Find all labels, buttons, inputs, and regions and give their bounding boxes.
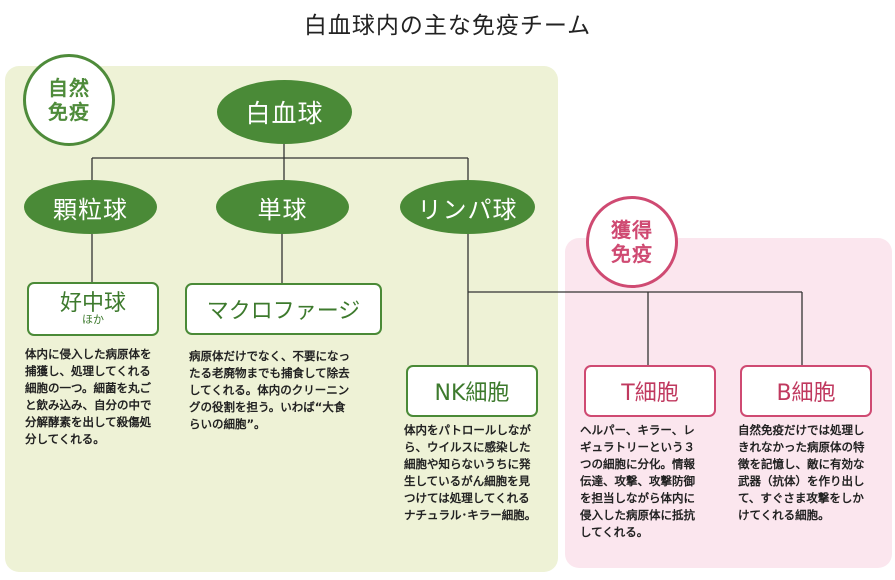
desc-line: を担当しながら体内に (580, 491, 695, 505)
desc-line: 体内に侵入した病原体を (25, 347, 152, 361)
white-blood-cell-node: 白血球 (217, 80, 352, 144)
neutrophil-description: 体内に侵入した病原体を 捕獲し、処理してくれる 細胞の一つ。細菌を丸ご と飲み込… (25, 346, 152, 448)
desc-line: ヘルパー、キラー、レ (580, 423, 695, 437)
desc-line: つの細胞に分化。情報 (580, 457, 695, 471)
desc-line: つけては処理してくれる (404, 491, 530, 505)
innate-label-line1: 自然 (48, 76, 90, 100)
desc-line: 生しているがん細胞を見 (404, 474, 531, 488)
desc-line: らいの細胞”。 (189, 417, 266, 431)
desc-line: 自然免疫だけでは処理し (738, 423, 865, 437)
desc-line: 侵入した病原体に抵抗 (580, 508, 695, 522)
innate-immunity-badge: 自然 免疫 (23, 54, 115, 146)
desc-line: してくれる。 (580, 525, 649, 539)
neutrophil-box: 好中球 ほか (27, 282, 159, 336)
nk-cell-description: 体内をパトロールしなが ら、ウイルスに感染した 細胞や知らないうちに発 生してい… (404, 422, 536, 524)
desc-line: 分してくれる。 (25, 432, 105, 446)
desc-line: 分解酵素を出して殺傷処 (25, 415, 152, 429)
desc-line: 細胞や知らないうちに発 (404, 457, 531, 471)
desc-line: ら、ウイルスに感染した (404, 440, 531, 454)
neutrophil-label: 好中球 (59, 291, 126, 316)
desc-line: 徴を記憶し、敵に有効な (738, 457, 865, 471)
acquired-label-line2: 免疫 (611, 242, 653, 266)
desc-line: て、すぐさま攻撃をしか (738, 491, 864, 505)
desc-line: 病原体だけでなく、不要になっ (189, 349, 350, 363)
desc-line: たる老廃物までも捕食して除去 (189, 366, 350, 380)
desc-line: と飲み込み、自分の中で (25, 398, 152, 412)
b-cell-box: B細胞 (740, 365, 872, 417)
lymphocyte-node: リンパ球 (400, 180, 535, 234)
neutrophil-sublabel: ほか (82, 313, 104, 326)
desc-line: けてくれる細胞。 (738, 508, 830, 522)
macrophage-box: マクロファージ (185, 283, 382, 335)
innate-label-line2: 免疫 (48, 100, 90, 124)
desc-line: きれなかった病原体の特 (738, 440, 865, 454)
desc-line: してくれる。体内のクリーニン (189, 383, 350, 397)
desc-line: 伝達、攻撃、攻撃防御 (580, 474, 695, 488)
desc-line: 捕獲し、処理してくれる (25, 364, 151, 378)
macrophage-description: 病原体だけでなく、不要になっ たる老廃物までも捕食して除去 してくれる。体内のク… (189, 348, 350, 433)
desc-line: 武器（抗体）を作り出し (738, 474, 865, 488)
desc-line: 体内をパトロールしなが (404, 423, 531, 437)
desc-line: ナチュラル･キラー細胞。 (404, 508, 537, 522)
desc-line: 細胞の一つ。細菌を丸ご (25, 381, 152, 395)
granulocyte-node: 顆粒球 (24, 180, 157, 234)
diagram-title: 白血球内の主な免疫チーム (303, 13, 592, 39)
desc-line: グの役割を担う。いわば“大食 (189, 400, 346, 414)
t-cell-description: ヘルパー、キラー、レ ギュラトリーという３ つの細胞に分化。情報 伝達、攻撃、攻… (580, 422, 695, 541)
monocyte-node: 単球 (216, 180, 349, 234)
desc-line: ギュラトリーという３ (580, 440, 695, 454)
acquired-immunity-badge: 獲得 免疫 (586, 196, 678, 288)
b-cell-description: 自然免疫だけでは処理し きれなかった病原体の特 徴を記憶し、敵に有効な 武器（抗… (738, 422, 865, 524)
t-cell-box: T細胞 (584, 365, 716, 417)
acquired-label-line1: 獲得 (611, 218, 653, 242)
nk-cell-box: NK細胞 (406, 365, 538, 417)
